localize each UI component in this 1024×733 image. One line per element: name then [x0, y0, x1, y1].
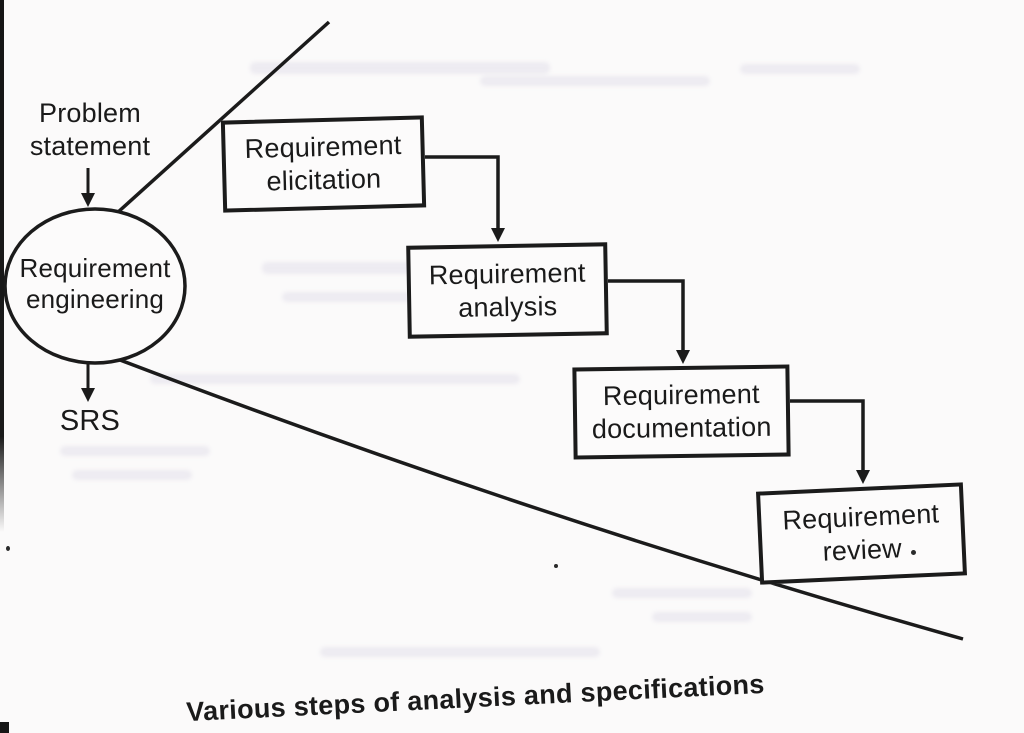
step-analysis-line1: Requirement — [428, 257, 586, 290]
requirement-engineering-line1: Requirement — [19, 253, 171, 283]
funnel-line-lower — [119, 358, 964, 641]
page-corner-mark — [0, 722, 9, 733]
arrowhead-down-icon — [81, 388, 95, 402]
scan-smudge — [320, 647, 600, 657]
step-documentation-line2: documentation — [591, 411, 772, 445]
step-analysis-line2: analysis — [457, 290, 558, 323]
step-box-elicitation: Requirement elicitation — [220, 115, 427, 213]
step-box-review: Requirement review — [755, 482, 968, 585]
requirement-engineering-label: Requirement engineering — [13, 253, 177, 315]
scan-smudge — [150, 374, 520, 384]
step-elicitation-line2: elicitation — [266, 163, 382, 197]
requirement-engineering-line2: engineering — [25, 284, 165, 314]
step-review-line2: review — [821, 532, 903, 567]
page-edge-bar — [0, 0, 4, 532]
arrowhead-down-icon — [491, 228, 505, 242]
step-review-line1: Requirement — [781, 497, 940, 536]
srs-label: SRS — [59, 405, 121, 437]
step-box-documentation: Requirement documentation — [572, 364, 791, 460]
scan-smudge — [282, 292, 482, 302]
scan-smudge — [60, 446, 210, 456]
scan-smudge — [612, 588, 752, 598]
arrowhead-down-icon — [676, 350, 690, 364]
problem-statement-line2: statement — [29, 131, 151, 161]
ink-speck — [554, 564, 558, 568]
problem-statement-line1: Problem — [39, 98, 141, 128]
ink-speck — [911, 550, 916, 555]
step-documentation-line1: Requirement — [602, 378, 760, 412]
funnel-line-upper — [115, 20, 331, 215]
arrowhead-down-icon — [81, 193, 95, 207]
documentation-to-review-arrow — [790, 399, 865, 472]
scan-smudge — [652, 612, 752, 622]
step-elicitation-line1: Requirement — [244, 129, 402, 165]
scan-smudge — [740, 64, 860, 74]
scan-smudge — [480, 76, 710, 86]
scan-smudge — [250, 62, 550, 74]
arrowhead-down-icon — [856, 470, 870, 484]
problem-statement-label: Problem statement — [10, 97, 170, 163]
analysis-to-documentation-arrow — [608, 279, 685, 352]
step-box-analysis: Requirement analysis — [406, 242, 609, 339]
ink-speck — [6, 546, 10, 551]
elicitation-to-analysis-arrow — [425, 155, 500, 230]
requirement-engineering-circle — [3, 207, 187, 365]
scan-smudge — [72, 470, 192, 480]
